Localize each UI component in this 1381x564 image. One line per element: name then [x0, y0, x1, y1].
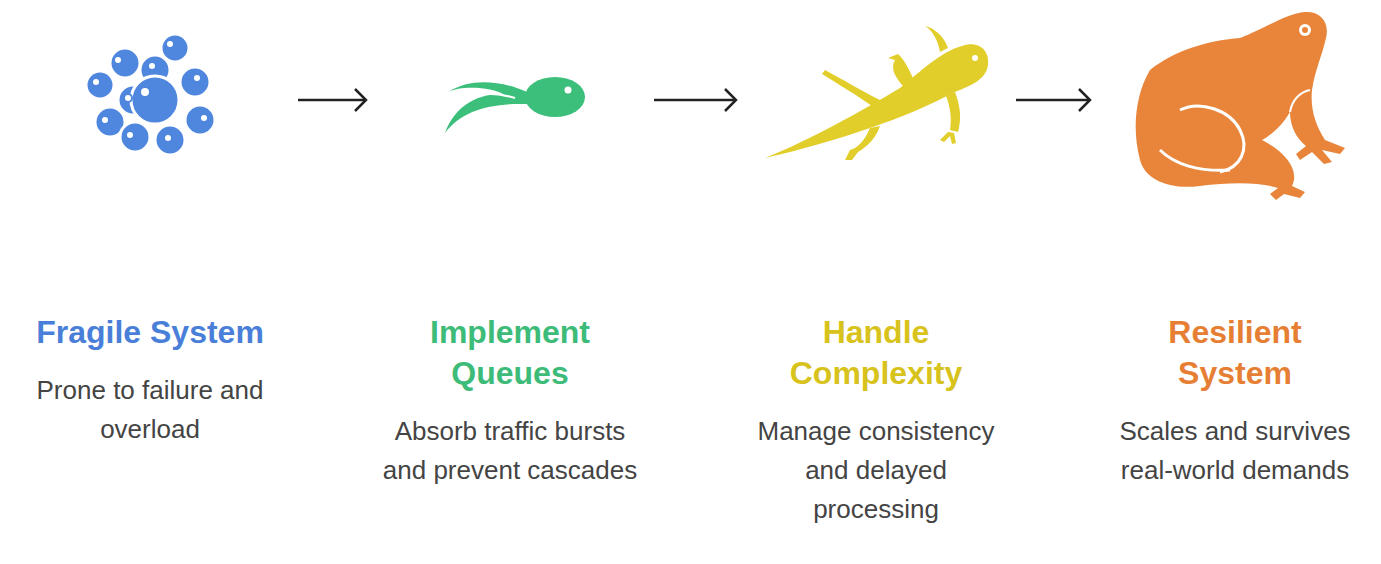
arrow-head — [725, 89, 736, 111]
flow-arrow — [298, 89, 366, 111]
stage-description: Absorb traffic bursts and prevent cascad… — [370, 412, 650, 490]
stage-heading: Implement Queues — [390, 312, 630, 394]
arrow-shaft — [654, 99, 736, 102]
stage-column: Implement QueuesAbsorb traffic bursts an… — [370, 0, 650, 490]
stage-column: Handle ComplexityManage consistency and … — [740, 0, 1012, 529]
stage-heading: Resilient System — [1125, 312, 1345, 394]
tadpole — [445, 77, 585, 133]
arrow-shaft — [298, 99, 366, 102]
stage-heading: Handle Complexity — [756, 312, 996, 394]
arrow-head — [1079, 89, 1090, 111]
egg-cluster — [86, 34, 215, 155]
stage-heading: Fragile System — [6, 312, 294, 353]
stage-description: Scales and survives real-world demands — [1094, 412, 1376, 490]
stage-column: Fragile SystemProne to failure and overl… — [6, 0, 294, 449]
flow-arrow — [1016, 89, 1090, 111]
frog — [1136, 12, 1345, 200]
stage-description: Manage consistency and delayed processin… — [740, 412, 1012, 529]
stage-description: Prone to failure and overload — [7, 371, 293, 449]
froglet — [765, 26, 988, 160]
arrow-head — [355, 89, 366, 111]
flow-arrow — [654, 89, 736, 111]
stage-column: Resilient SystemScales and survives real… — [1094, 0, 1376, 490]
arrow-shaft — [1016, 99, 1090, 102]
